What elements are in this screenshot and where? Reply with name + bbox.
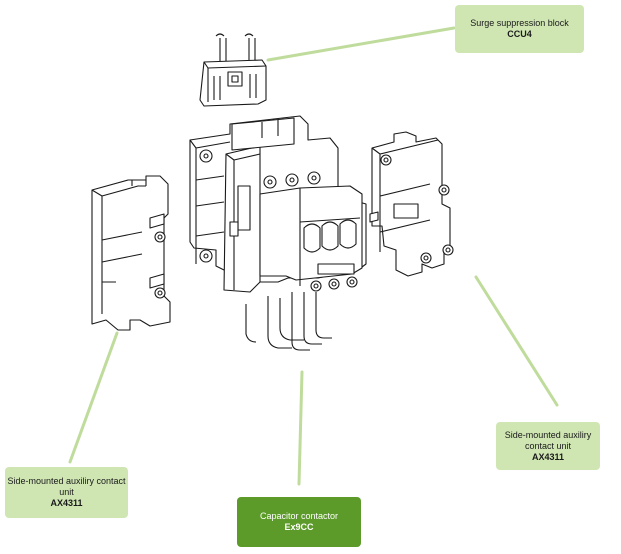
callout-title: Side-mounted auxiliry contact unit — [504, 429, 592, 451]
callout-title: Capacitor contactor — [259, 511, 339, 521]
leader-line-aux-left — [68, 331, 119, 464]
callout-aux-contact-unit-right: Side-mounted auxiliry contact unit AX431… — [496, 422, 600, 470]
leader-line-aux-right — [474, 275, 559, 407]
callout-capacitor-contactor: Capacitor contactor Ex9CC — [237, 497, 361, 547]
callout-code: AX4311 — [531, 451, 565, 462]
callout-aux-contact-unit-left: Side-mounted auxiliry contact unit AX431… — [5, 467, 128, 518]
leader-line-surge — [266, 26, 456, 62]
leader-line-contactor — [297, 370, 304, 486]
capacitor-contactor-drawing — [189, 115, 367, 351]
aux-contact-unit-left-drawing — [91, 175, 171, 331]
callout-title: Surge suppression block — [470, 18, 569, 28]
callout-code: AX4311 — [50, 498, 83, 508]
callout-title: Side-mounted auxiliry contact unit — [7, 476, 126, 497]
callout-code: Ex9CC — [284, 522, 314, 532]
aux-contact-unit-right-drawing — [369, 131, 454, 277]
surge-suppression-block-drawing — [199, 33, 267, 107]
callout-code: CCU4 — [507, 29, 532, 39]
callout-surge-suppression-block: Surge suppression block CCU4 — [455, 5, 584, 53]
